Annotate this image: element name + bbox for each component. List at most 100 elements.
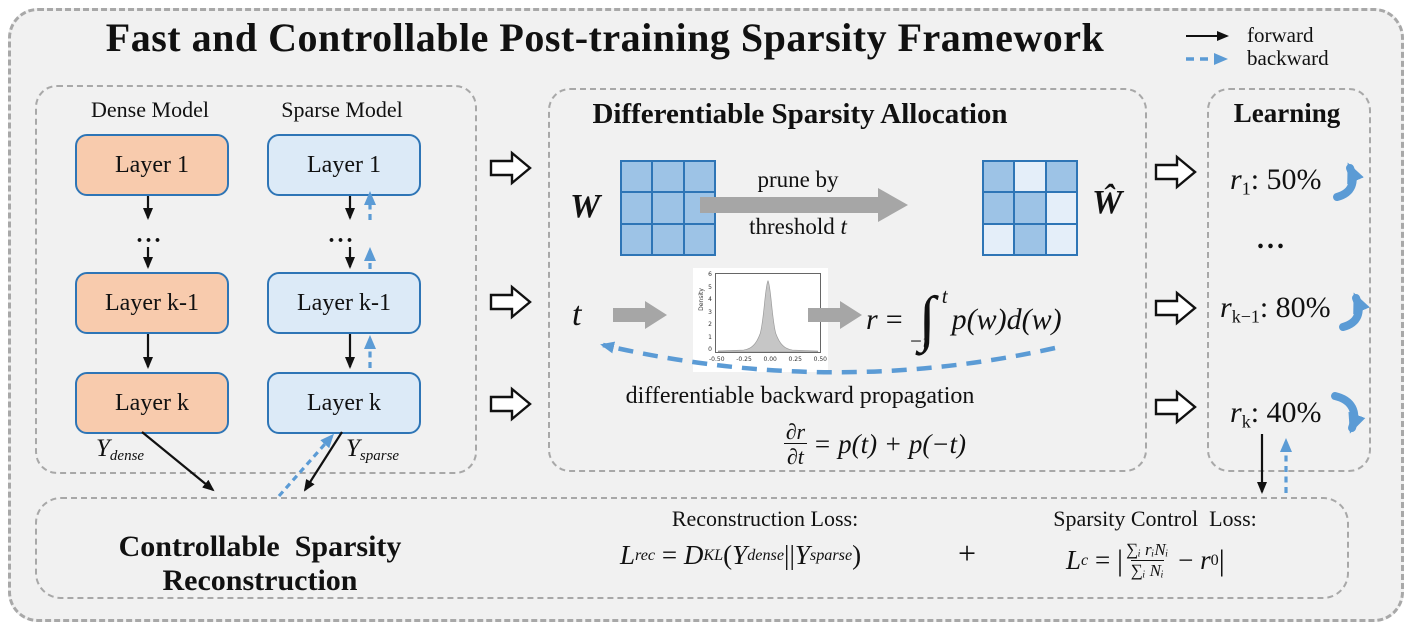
matrix-cell-kept [621,192,653,224]
sparse-layer-k: Layer k [267,372,421,434]
ratio-numerator: ∑ᵢ rᵢNᵢ [1125,540,1169,559]
lc-sub: c [1081,551,1089,570]
models-box [35,85,477,474]
weight-matrix [620,160,716,256]
learning-box [1207,88,1371,472]
dense-ellipsis: ... [136,222,164,248]
tick-label: 0.50 [813,356,827,363]
r1-var: r [1230,163,1242,196]
ratio-denominator: ∑ᵢ Nᵢ [1130,559,1164,580]
tick-label: 0.00 [763,356,777,363]
density-plot-area [715,273,821,353]
figure-title: Fast and Controllable Post-training Spar… [105,15,1105,60]
dense-layer-1: Layer 1 [75,134,229,196]
matrix-cell-pruned [1045,223,1077,255]
legend: forward backward [1183,23,1329,70]
ydense-var: Y [732,540,748,570]
tick-label: 1 [708,333,712,341]
tick-label: 0.25 [788,356,802,363]
matrix-cell-kept [652,161,684,193]
legend-backward-label: backward [1247,46,1329,70]
ratio-integral-equation: r = ∫ t −t p(w)d(w) [866,283,1062,357]
y-sparse-sub: sparse [359,448,400,465]
reconstruction-box [35,497,1349,599]
w-matrix-label: W [570,188,601,225]
partial-denominator: ∂t [783,443,807,468]
integral-symbol: ∫ t −t [909,284,948,353]
lrec-sub: rec [635,546,656,564]
tick-label: 3 [708,308,712,316]
ratio-item-rk-1: rk−1: 80% [1220,291,1331,327]
ratio-fraction: ∑ᵢ rᵢNᵢ∑ᵢ Nᵢ [1125,540,1169,580]
tick-label: 0 [708,346,712,353]
rk-value: : 40% [1250,396,1322,429]
matrix-cell-kept [983,192,1015,224]
matrix-cell-kept [1014,192,1046,224]
rk-var: r [1230,396,1242,429]
y-sparse-var: Y [346,435,360,462]
lrec-var: L [620,540,636,570]
sparse-model-header: Sparse Model [281,97,403,122]
ysparse-var: Y [794,540,810,570]
matrix-cell-pruned [1045,192,1077,224]
abs-bar-close: | [1218,543,1225,577]
reconstruction-loss-label: Reconstruction Loss: [671,506,859,531]
matrix-cell-pruned [983,223,1015,255]
partial-equals: = [814,428,831,459]
sparse-layer-k-1: Layer k-1 [267,272,421,334]
rk-1-sub: k−1 [1231,306,1260,327]
sparse-layer-1: Layer 1 [267,134,421,196]
ratio-var: r [866,303,878,336]
matrix-cell-kept [983,161,1015,193]
y-dense-var: Y [96,435,110,462]
integral-lower-limit: −t [908,328,929,353]
ysparse-sub: sparse [809,546,853,564]
rk-1-var: r [1220,291,1232,324]
forward-arrow-icon [1186,30,1229,41]
partial-fraction: ∂r ∂t [783,419,807,468]
matrix-cell-kept [683,161,715,193]
ratio-item-rk: rk: 40% [1230,396,1322,432]
legend-backward-row: backward [1183,46,1329,70]
matrix-cell-kept [1014,223,1046,255]
tick-label: 4 [708,296,712,303]
pruned-weight-matrix [982,160,1078,256]
tick-label: -0.25 [736,356,752,363]
r0-sub: 0 [1210,551,1219,570]
r1-value: : 50% [1250,163,1322,196]
rk-sub: k [1241,411,1251,432]
paren-close: ) [852,540,862,570]
equals-sign: = [885,303,903,336]
lc-equals: = [1088,545,1117,576]
w-hat-matrix-label: Ŵ [1092,184,1123,221]
lc-var: L [1066,545,1082,576]
matrix-cell-kept [621,223,653,255]
partial-rhs: p(t) + p(−t) [838,428,967,459]
dense-layer-k-1: Layer k-1 [75,272,229,334]
r0-var: r [1200,545,1211,576]
threshold-t-var: t [572,296,582,333]
allocation-box [548,88,1147,472]
matrix-cell-kept [621,161,653,193]
ratio-item-r1: r1: 50% [1230,163,1322,199]
threshold-text: threshold [749,214,841,239]
legend-forward-label: forward [1247,23,1314,47]
integral-glyph: ∫ [918,285,936,354]
dkl-sub: KL [703,546,724,564]
sparse-ellipsis: ... [328,222,356,248]
integral-upper-limit: t [941,284,948,309]
matrix-cell-kept [683,223,715,255]
partial-numerator: ∂r [785,419,806,444]
threshold-var: t [840,214,847,239]
matrix-cell-kept [1045,161,1077,193]
r1-sub: 1 [1241,178,1251,199]
plus-sign: + [958,535,977,571]
backward-arrow-icon [1186,52,1228,65]
legend-forward-row: forward [1183,23,1329,47]
learning-title: Learning [1233,98,1341,128]
tick-label: 5 [708,283,712,291]
